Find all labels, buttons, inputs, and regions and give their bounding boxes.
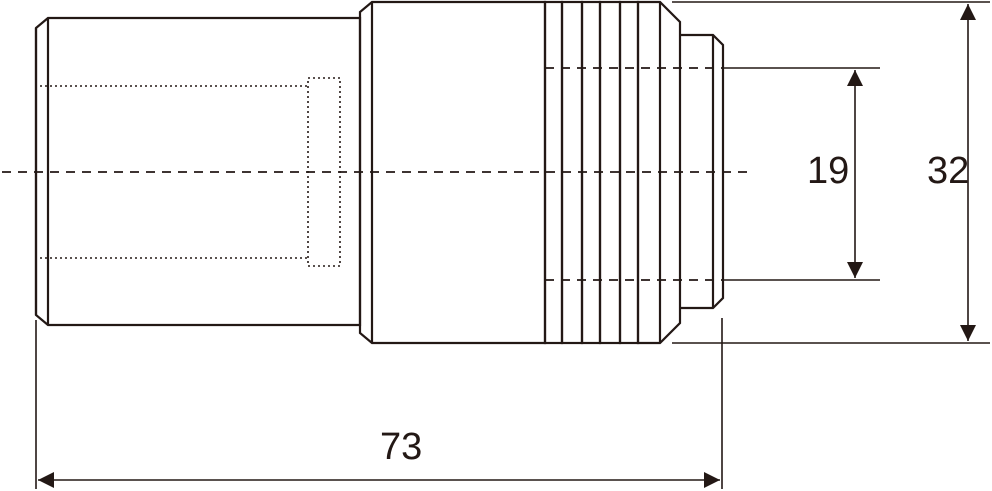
nose-spigot	[680, 33, 725, 310]
grooved-rings	[543, 0, 682, 345]
dimension-inner-diameter: 19	[723, 67, 880, 281]
outer-diameter-label: 32	[927, 150, 969, 192]
internal-bore-dashed	[545, 67, 723, 281]
dimension-outer-diameter: 32	[672, 1, 990, 344]
total-length-label: 73	[380, 426, 422, 468]
dimension-total-length: 73	[35, 318, 723, 489]
inner-diameter-label: 19	[807, 150, 849, 192]
